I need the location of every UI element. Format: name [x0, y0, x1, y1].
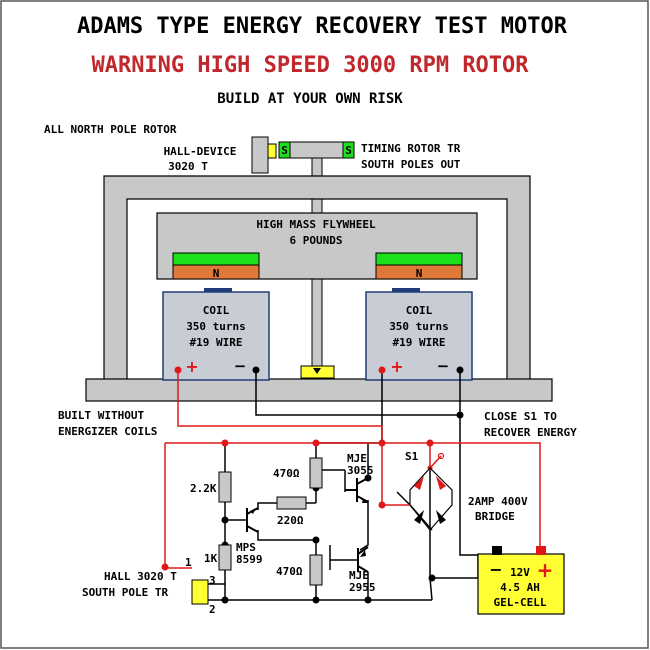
transistor-mps8599-arrow — [250, 508, 256, 514]
battery-plus: + — [537, 558, 554, 582]
close-s1-label-2: RECOVER ENERGY — [484, 426, 577, 439]
mje2955-part: 2955 — [349, 581, 376, 594]
timing-magnet-right — [342, 141, 355, 159]
warning-text: WARNING HIGH SPEED 3000 RPM ROTOR — [91, 53, 529, 78]
magnet-left-orange — [172, 264, 260, 280]
transistor-mje2955-arrow — [360, 550, 366, 557]
coil-right-minus: − — [437, 357, 450, 375]
transistor-mje3055 — [345, 477, 369, 503]
timing-rotor — [288, 141, 346, 159]
page-title: ADAMS TYPE ENERGY RECOVERY TEST MOTOR — [77, 14, 568, 39]
mje3055-part: 3055 — [347, 464, 374, 477]
battery-voltage: 12V — [510, 566, 530, 579]
battery-capacity: 4.5 AH — [500, 581, 540, 594]
built-without-label: BUILT WITHOUT — [58, 409, 144, 422]
hall-pin-3: 3 — [209, 574, 216, 587]
mps-part: 8599 — [236, 553, 263, 566]
battery-type: GEL-CELL — [494, 596, 547, 609]
resistor-470-bottom-label: 470Ω — [276, 565, 303, 578]
resistor-470-top-label: 470Ω — [273, 467, 300, 480]
subtitle: BUILD AT YOUR OWN RISK — [217, 91, 403, 107]
hall-pin-2: 2 — [209, 603, 216, 616]
switch-s1-contact — [437, 452, 445, 460]
coil-left-turns: 350 turns — [186, 320, 246, 333]
resistor-1k-label: 1K — [204, 552, 218, 565]
timing-pole-left: S — [281, 144, 288, 157]
coil-right-wire: #19 WIRE — [393, 336, 446, 349]
transistor-mje3055-arrow — [362, 499, 369, 503]
close-s1-label: CLOSE S1 TO — [484, 410, 557, 423]
resistor-2k2-label: 2.2K — [190, 482, 217, 495]
battery-minus: − — [489, 560, 502, 579]
switch-label: S1 — [405, 450, 419, 463]
coil-right-plus: + — [390, 357, 403, 376]
magnet-right-orange — [375, 264, 463, 280]
bridge-label-2: BRIDGE — [475, 510, 515, 523]
rotor-label: ALL NORTH POLE ROTOR — [44, 123, 177, 136]
hall-sensor-tip — [267, 143, 277, 159]
hall-sensor-tr — [191, 579, 209, 605]
hall-device-label: HALL-DEVICE — [164, 145, 237, 158]
mps-label: MPS — [236, 541, 256, 554]
timing-pole-right: S — [345, 144, 352, 157]
resistor-470-bottom — [309, 554, 323, 586]
built-without-label-2: ENERGIZER COILS — [58, 425, 157, 438]
timing-magnet-left — [278, 141, 291, 159]
hall-pin-1: 1 — [185, 556, 192, 569]
coil-right-turns: 350 turns — [389, 320, 449, 333]
coil-right-core — [392, 288, 420, 293]
resistor-2k2 — [218, 471, 232, 503]
coil-left-wire: #19 WIRE — [190, 336, 243, 349]
coil-right — [365, 291, 473, 381]
hall-tr-label: HALL 3020 T — [104, 570, 177, 583]
battery-terminal-positive — [536, 546, 546, 555]
coil-left-core — [204, 288, 232, 293]
hall-tr-label-2: SOUTH POLE TR — [82, 586, 168, 599]
magnet-left-green — [172, 252, 260, 266]
battery — [477, 553, 565, 615]
bridge-label: 2AMP 400V — [468, 495, 528, 508]
flywheel-label: HIGH MASS FLYWHEEL — [256, 218, 376, 231]
coil-left-minus: − — [234, 357, 247, 375]
base-plate — [85, 378, 553, 402]
hall-device — [251, 136, 269, 174]
bridge-rectifier — [409, 467, 453, 531]
timing-rotor-poles: SOUTH POLES OUT — [361, 158, 461, 171]
timing-rotor-label: TIMING ROTOR TR — [361, 142, 461, 155]
magnet-right-pole: N — [416, 267, 423, 280]
mje2955-label: MJE — [349, 569, 369, 582]
bearing-point — [313, 368, 321, 374]
battery-terminal-negative — [492, 546, 502, 555]
mje3055-label: MJE — [347, 452, 367, 465]
resistor-220-label: 220Ω — [277, 514, 304, 527]
magnet-left-pole: N — [213, 267, 220, 280]
transistor-mje2955 — [357, 546, 369, 573]
coil-left — [162, 291, 270, 381]
coil-right-label: COIL — [406, 304, 433, 317]
coil-left-label: COIL — [203, 304, 230, 317]
resistor-1k — [218, 544, 232, 571]
resistor-470-top — [309, 457, 323, 489]
hall-device-part: 3020 T — [168, 160, 208, 173]
coil-left-plus: + — [185, 357, 198, 376]
resistor-220 — [276, 496, 307, 510]
magnet-right-green — [375, 252, 463, 266]
flywheel-weight: 6 POUNDS — [290, 234, 343, 247]
